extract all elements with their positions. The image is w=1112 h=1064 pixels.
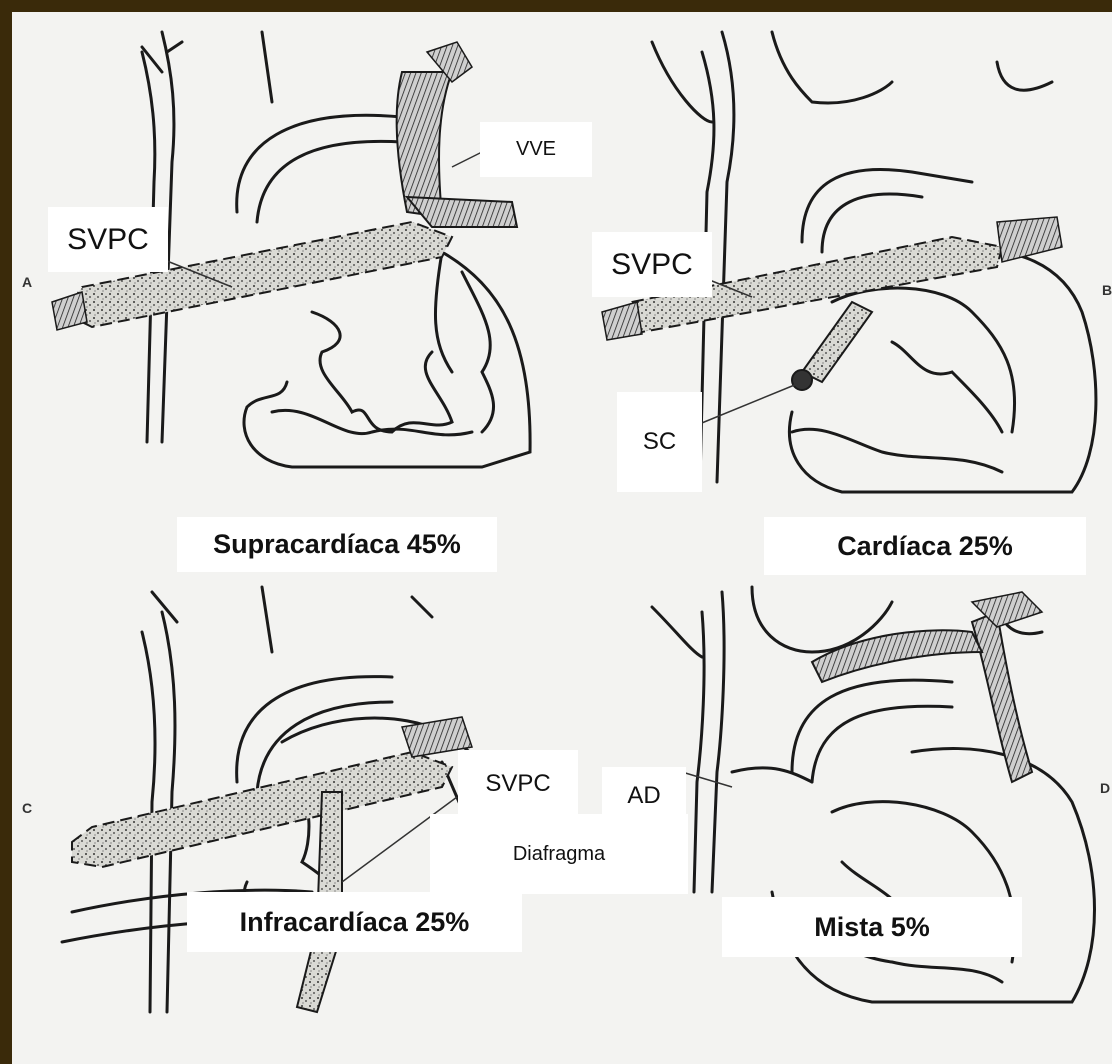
panel-b-coronary-sinus xyxy=(802,302,872,382)
panel-c-svpc-label: SVPC xyxy=(458,750,578,818)
panel-b-letter: B xyxy=(1102,282,1112,298)
panel-a-letter: A xyxy=(22,274,32,290)
panel-b-sc-label: SC xyxy=(617,392,702,492)
panel-a-caption: Supracardíaca 45% xyxy=(177,517,497,572)
panel-b-caption: Cardíaca 25% xyxy=(764,517,1086,575)
panel-d-letter: D xyxy=(1100,780,1110,796)
panel-a-vve-label: VVE xyxy=(480,122,592,177)
panel-a-vve-vessel xyxy=(397,72,452,217)
panel-d-vertical-vein xyxy=(972,612,1032,782)
panel-d-caption: Mista 5% xyxy=(722,897,1022,957)
panel-c-letter: C xyxy=(22,800,32,816)
panel-c-caption: Infracardíaca 25% xyxy=(187,892,522,952)
panel-b-svpc-label: SVPC xyxy=(592,232,712,297)
panel-c-diafragma-label: Diafragma xyxy=(430,814,688,894)
panel-a-svpc-label: SVPC xyxy=(48,207,168,272)
panel-d-ad-label: AD xyxy=(602,767,686,825)
